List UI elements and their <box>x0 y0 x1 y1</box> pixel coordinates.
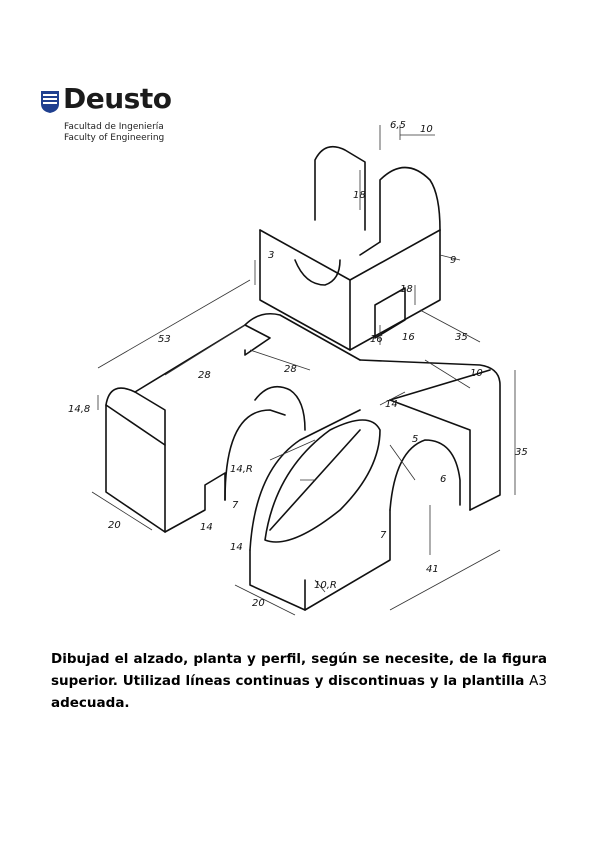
dim-28b: 28 <box>284 364 297 375</box>
front-arch <box>389 439 461 511</box>
dim-7: 7 <box>232 500 239 511</box>
dim-18b: 18 <box>400 284 413 295</box>
shield-icon <box>41 91 59 113</box>
logo-subtitle-en: Faculty of Engineering <box>64 133 165 143</box>
isometric-drawing: 53 28 28 14,8 20 14 7 14,R 14 20 10,R 41… <box>68 120 528 616</box>
dim-14c: 14 <box>385 399 398 410</box>
dim-14b: 14 <box>230 542 243 553</box>
dim-10: 10 <box>470 368 483 379</box>
dim-3: 3 <box>268 250 274 261</box>
dim-14-8: 14,8 <box>68 404 90 415</box>
base-left-face <box>105 404 166 533</box>
dim-10r: 10,R <box>314 580 337 591</box>
dim-35b: 35 <box>455 332 468 343</box>
exercise-instructions: Dibujad el alzado, planta y perfil, segú… <box>51 648 547 714</box>
logo-wordmark: Deusto <box>63 82 172 115</box>
deusto-logo: Deusto Facultad de Ingeniería Faculty of… <box>40 82 200 148</box>
dim-53: 53 <box>158 334 171 345</box>
caption-main: Dibujad el alzado, planta y perfil, segú… <box>51 651 547 689</box>
dim-6: 6 <box>440 474 446 485</box>
dim-20b: 20 <box>252 598 265 609</box>
dim-9: 9 <box>450 255 456 266</box>
upper-block <box>259 229 351 351</box>
logo-subtitle-es: Facultad de Ingeniería <box>64 122 164 132</box>
dim-18a: 18 <box>353 190 366 201</box>
caption-end: adecuada. <box>51 695 130 711</box>
dim-20a: 20 <box>108 520 121 531</box>
dim-14r: 14,R <box>230 464 253 475</box>
dim-28a: 28 <box>198 370 211 381</box>
dim-16a: 16 <box>370 334 383 345</box>
dim-5: 5 <box>412 434 418 445</box>
dim-7b: 7 <box>380 530 387 541</box>
dim-10b: 10 <box>420 124 433 135</box>
dim-35a: 35 <box>515 447 528 458</box>
dim-16b: 16 <box>402 332 415 343</box>
dim-41: 41 <box>426 564 439 575</box>
caption-a3: A3 <box>529 673 547 689</box>
dim-14a: 14 <box>200 522 213 533</box>
dim-6-5: 6,5 <box>390 120 406 131</box>
slot-ellipse <box>264 419 381 543</box>
